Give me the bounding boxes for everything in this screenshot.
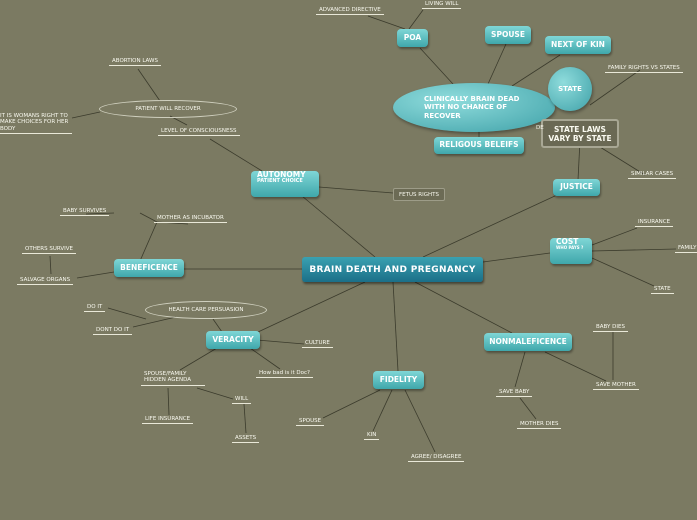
fetus-rights-label: FETUS RIGHTS <box>399 191 439 198</box>
topic-patient-will-recover[interactable]: PATIENT WILL RECOVER <box>99 100 237 118</box>
topic-spouse-family-agenda[interactable]: SPOUSE/FAMILY HIDDEN AGENDA <box>141 371 205 386</box>
node-clinically-brain-dead[interactable]: CLINICALLY BRAIN DEAD WITH NO CHANCE OF … <box>393 83 555 132</box>
topic-how-bad[interactable]: How bad is it Doc? <box>256 370 313 379</box>
cost-sublabel: WHO PAYS ? <box>556 245 584 251</box>
topic-level-of-consciousness[interactable]: LEVEL OF CONSCIOUSNESS <box>158 128 240 137</box>
central-topic[interactable]: BRAIN DEATH AND PREGNANCY <box>302 257 483 282</box>
topic-similar-cases[interactable]: SIMILAR CASES <box>628 171 677 180</box>
central-topic-label: BRAIN DEATH AND PREGNANCY <box>309 264 476 275</box>
node-fidelity[interactable]: FIDELITY <box>373 371 424 389</box>
node-next-of-kin[interactable]: NEXT OF KIN <box>545 36 611 54</box>
cost-label: COST <box>556 237 579 246</box>
topic-save-mother[interactable]: SAVE MOTHER <box>593 382 639 391</box>
nonmaleficence-label: NONMALEFICENCE <box>489 336 567 346</box>
topic-life-insurance[interactable]: LIFE INSURANCE <box>142 416 194 425</box>
node-state[interactable]: STATE <box>548 67 592 111</box>
topic-mother-as-incubator[interactable]: MOTHER AS INCUBATOR <box>154 215 227 224</box>
clinically-brain-dead-label: CLINICALLY BRAIN DEAD WITH NO CHANCE OF … <box>424 94 520 120</box>
veracity-label: VERACITY <box>212 334 254 344</box>
topic-salvage-organs[interactable]: SALVAGE ORGANS <box>17 277 74 286</box>
topic-kin[interactable]: KIN <box>364 432 380 441</box>
node-religious-beliefs[interactable]: RELIGOUS BELEIFS <box>434 137 524 154</box>
node-state-laws[interactable]: STATE LAWS VARY BY STATE <box>541 119 619 148</box>
node-poa[interactable]: POA <box>397 29 428 47</box>
topic-living-will[interactable]: LIVING WILL <box>422 1 462 10</box>
religious-beliefs-label: RELIGOUS BELEIFS <box>439 140 519 150</box>
spouse-label: SPOUSE <box>491 29 525 39</box>
health-care-persuasion-label: HEALTH CARE PERSUASION <box>168 307 244 313</box>
beneficence-label: BENEFICENCE <box>120 262 178 272</box>
topic-family[interactable]: FAMILY <box>675 245 697 254</box>
node-justice[interactable]: JUSTICE <box>553 179 600 196</box>
topic-fetus-rights[interactable]: FETUS RIGHTS <box>393 188 445 201</box>
node-veracity[interactable]: VERACITY <box>206 331 260 349</box>
topic-assets[interactable]: ASSETS <box>232 435 260 444</box>
topic-baby-survives[interactable]: BABY SURVIVES <box>60 208 110 217</box>
topic-health-care-persuasion[interactable]: HEALTH CARE PERSUASION <box>145 301 267 319</box>
topic-spouse-small[interactable]: SPOUSE <box>296 418 325 427</box>
patient-will-recover-label: PATIENT WILL RECOVER <box>135 106 201 112</box>
topic-save-baby[interactable]: SAVE BABY <box>496 389 533 398</box>
state-laws-hidden-label: DE <box>536 125 544 131</box>
node-beneficence[interactable]: BENEFICENCE <box>114 259 184 277</box>
node-nonmaleficence[interactable]: NONMALEFICENCE <box>484 333 572 351</box>
autonomy-label: AUTONOMY <box>257 170 306 179</box>
state-laws-label: STATE LAWS VARY BY STATE <box>548 124 612 143</box>
poa-label: POA <box>403 32 422 42</box>
topic-dont-do-it[interactable]: DONT DO IT <box>93 327 133 336</box>
next-of-kin-label: NEXT OF KIN <box>551 39 605 49</box>
topic-womans-right[interactable]: IT IS WOMANS RIGHT TO MAKE CHOICES FOR H… <box>0 113 72 134</box>
topic-baby-dies[interactable]: BABY DIES <box>593 324 628 333</box>
topic-agree-disagree[interactable]: AGREE/ DISAGREE <box>408 454 465 463</box>
node-cost[interactable]: COST WHO PAYS ? <box>550 237 592 264</box>
topic-advanced-directive[interactable]: ADVANCED DIRECTIVE <box>316 7 384 16</box>
topic-abortion-laws[interactable]: ABORTION LAWS <box>109 58 161 67</box>
topic-family-rights[interactable]: FAMILY RIGHTS VS STATES <box>605 65 683 74</box>
fidelity-label: FIDELITY <box>379 374 418 384</box>
topic-insurance[interactable]: INSURANCE <box>635 219 674 228</box>
topic-state-small[interactable]: STATE <box>651 286 674 295</box>
autonomy-sublabel: PATIENT CHOICE <box>257 178 303 185</box>
topic-culture[interactable]: CULTURE <box>302 340 333 349</box>
topic-will[interactable]: WILL <box>232 396 252 405</box>
justice-label: JUSTICE <box>560 182 593 192</box>
state-label: STATE <box>558 85 582 93</box>
topic-do-it[interactable]: DO IT <box>84 304 106 313</box>
topic-others-survive[interactable]: OTHERS SURVIVE <box>22 246 77 255</box>
node-autonomy[interactable]: AUTONOMY PATIENT CHOICE <box>251 170 319 197</box>
topic-mother-dies[interactable]: MOTHER DIES <box>517 421 562 430</box>
node-spouse[interactable]: SPOUSE <box>485 26 531 44</box>
